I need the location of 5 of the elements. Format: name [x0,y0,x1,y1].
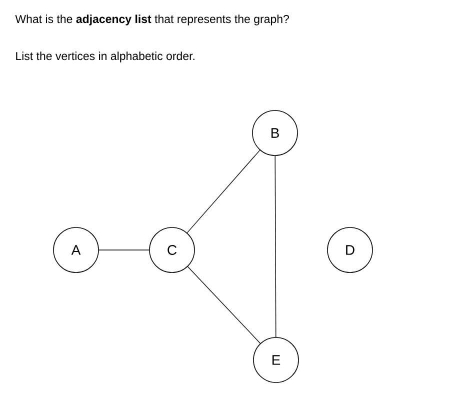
instruction-text: List the vertices in alphabetic order. [16,52,194,62]
edge-line [187,266,261,344]
edge-line [186,150,260,234]
question-text: What is the adjacency list that represents the graph? [15,14,289,26]
edge-line [274,156,276,338]
